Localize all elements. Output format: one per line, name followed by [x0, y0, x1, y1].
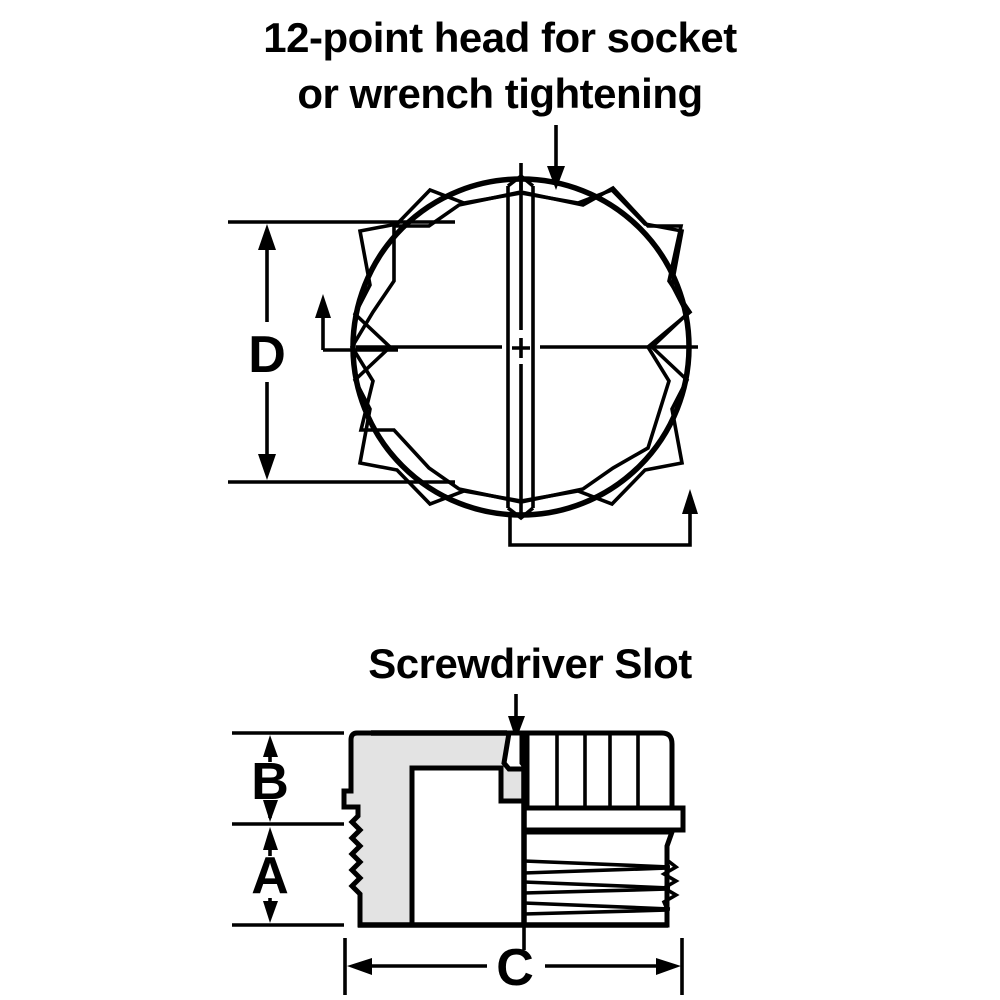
down-arrow-icon [263, 901, 278, 923]
down-arrow-icon [263, 800, 278, 822]
dimension-c: C [343, 938, 684, 997]
center-cross-mark [512, 338, 530, 358]
up-arrow-icon [263, 827, 278, 850]
thread-crest-profile [660, 858, 680, 910]
left-arrow-icon [347, 958, 372, 975]
down-arrow-icon [508, 716, 525, 740]
seal-flange [521, 805, 686, 833]
dimension-a: A [232, 827, 344, 927]
up-arrow-icon [263, 735, 278, 757]
top-callout-line-2: or wrench tightening [297, 70, 702, 117]
top-callout-line-1: 12-point head for socket [263, 14, 737, 61]
dimension-d-label: D [248, 326, 286, 384]
right-arrow-icon [656, 958, 681, 975]
up-arrow-icon [682, 489, 698, 514]
up-arrow-icon [258, 224, 276, 250]
down-arrow-icon [258, 454, 276, 480]
dimension-a-label: A [251, 847, 289, 905]
dimension-b-label: B [251, 753, 289, 811]
external-threads [523, 859, 671, 916]
head-knurl-ribs [555, 733, 640, 806]
side-callout-text: Screwdriver Slot [368, 640, 692, 687]
leader-bottom-right-up [508, 489, 698, 547]
dimension-d: D [228, 220, 455, 484]
top-callout-leader [547, 125, 565, 190]
side-callout-leader [508, 694, 525, 740]
down-arrow-icon [547, 166, 565, 190]
dimension-c-label: C [496, 939, 534, 997]
dimension-b: B [232, 731, 344, 826]
up-arrow-icon [315, 294, 331, 318]
screwdriver-slot-top-view [506, 163, 535, 521]
head-knurl-block [524, 730, 675, 811]
